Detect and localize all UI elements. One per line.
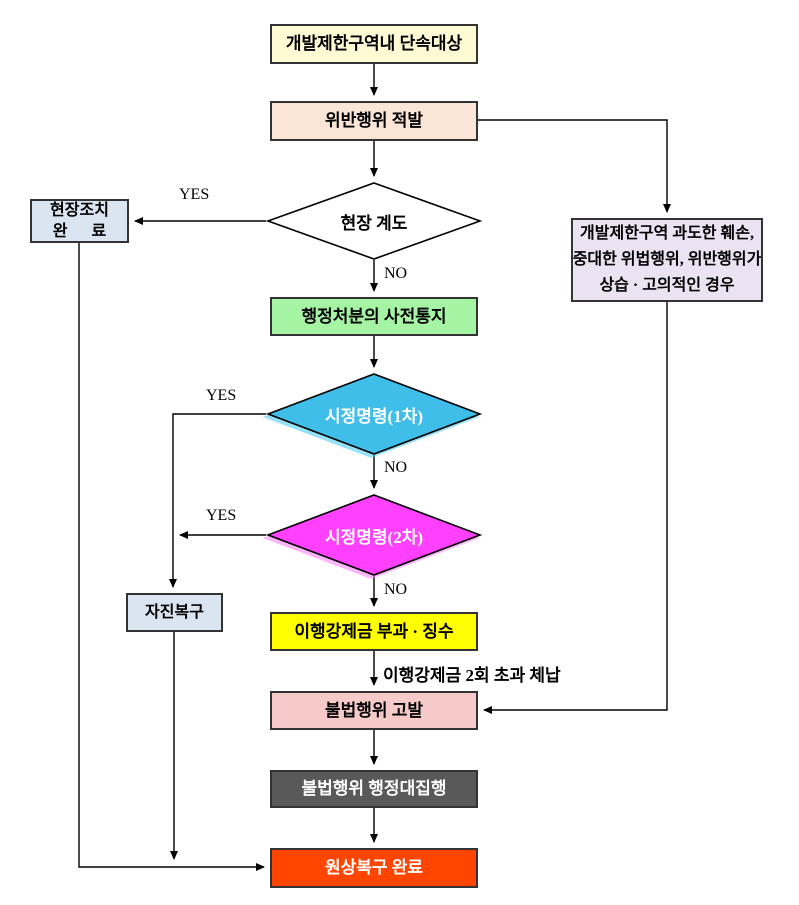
decision-correction-order-1-shape bbox=[265, 373, 483, 455]
node-violation-detected-label: 위반행위 적발 bbox=[324, 111, 424, 131]
edge-order1-yes-down bbox=[169, 413, 266, 588]
edge-severe-accusation bbox=[483, 302, 668, 714]
node-prior-notice-label: 행정처분의 사전통지 bbox=[301, 306, 447, 326]
node-severe-case-line1: 개발제한구역 과도한 훼손, bbox=[580, 225, 754, 242]
node-illegal-act-accusation: 불법행위 고발 bbox=[270, 691, 478, 730]
label-yes-1: YES bbox=[179, 186, 210, 203]
node-self-restore-label: 자진복구 bbox=[145, 603, 204, 621]
node-violation-detected: 위반행위 적발 bbox=[270, 101, 478, 141]
node-levy-enforcement-fine: 이행강제금 부과 · 징수 bbox=[270, 612, 478, 651]
decision-site-guidance-shape bbox=[265, 182, 483, 260]
decision-correction-order-2-shape bbox=[265, 494, 483, 576]
decision-correction-order-1: 시정명령(1차) bbox=[265, 373, 483, 455]
decision-correction-order-1-text: 시정명령(1차) bbox=[324, 406, 424, 426]
node-severe-case-line2: 중대한 위법행위, 위반행위가 bbox=[572, 251, 762, 268]
node-levy-enforcement-fine-label: 이행강제금 부과 · 징수 bbox=[294, 621, 454, 641]
decision-site-guidance: 현장 계도 bbox=[265, 182, 483, 260]
node-restoration-complete: 원상복구 완료 bbox=[270, 848, 478, 888]
node-site-action-complete: 현장조치 완 료 bbox=[30, 199, 129, 243]
label-yes-2: YES bbox=[206, 387, 237, 404]
node-crackdown-target-label: 개발제한구역내 단속대상 bbox=[285, 34, 463, 54]
decision-correction-order-2: 시정명령(2차) bbox=[265, 494, 483, 576]
label-yes-3: YES bbox=[206, 507, 237, 524]
node-administrative-execution-label: 불법행위 행정대집행 bbox=[301, 779, 447, 799]
node-prior-notice: 행정처분의 사전통지 bbox=[270, 297, 478, 336]
node-restoration-complete-label: 원상복구 완료 bbox=[324, 858, 424, 878]
node-site-action-line1: 현장조치 bbox=[50, 202, 109, 219]
label-no-2: NO bbox=[384, 459, 408, 476]
label-levy-overdue-note: 이행강제금 2회 초과 체납 bbox=[383, 666, 561, 685]
node-illegal-act-accusation-label: 불법행위 고발 bbox=[324, 700, 424, 720]
label-no-3: NO bbox=[384, 581, 408, 598]
node-self-restore: 자진복구 bbox=[126, 593, 223, 632]
node-severe-case-line3: 상습 · 고의적인 경우 bbox=[599, 277, 735, 294]
edge-detection-severe bbox=[478, 119, 671, 213]
node-crackdown-target: 개발제한구역내 단속대상 bbox=[270, 24, 478, 64]
decision-site-guidance-label: 현장 계도 bbox=[266, 182, 482, 260]
decision-correction-order-2-text: 시정명령(2차) bbox=[324, 527, 424, 547]
node-severe-case: 개발제한구역 과도한 훼손, 중대한 위법행위, 위반행위가 상습 · 고의적인… bbox=[571, 218, 763, 302]
decision-correction-order-1-label: 시정명령(1차) bbox=[266, 373, 482, 455]
label-no-1: NO bbox=[384, 265, 408, 282]
decision-site-guidance-text: 현장 계도 bbox=[340, 213, 408, 233]
node-site-action-line2: 완 료 bbox=[52, 223, 107, 240]
node-administrative-execution: 불법행위 행정대집행 bbox=[270, 770, 478, 808]
edge-siteaction-restored bbox=[78, 243, 265, 871]
decision-correction-order-2-label: 시정명령(2차) bbox=[266, 494, 482, 576]
